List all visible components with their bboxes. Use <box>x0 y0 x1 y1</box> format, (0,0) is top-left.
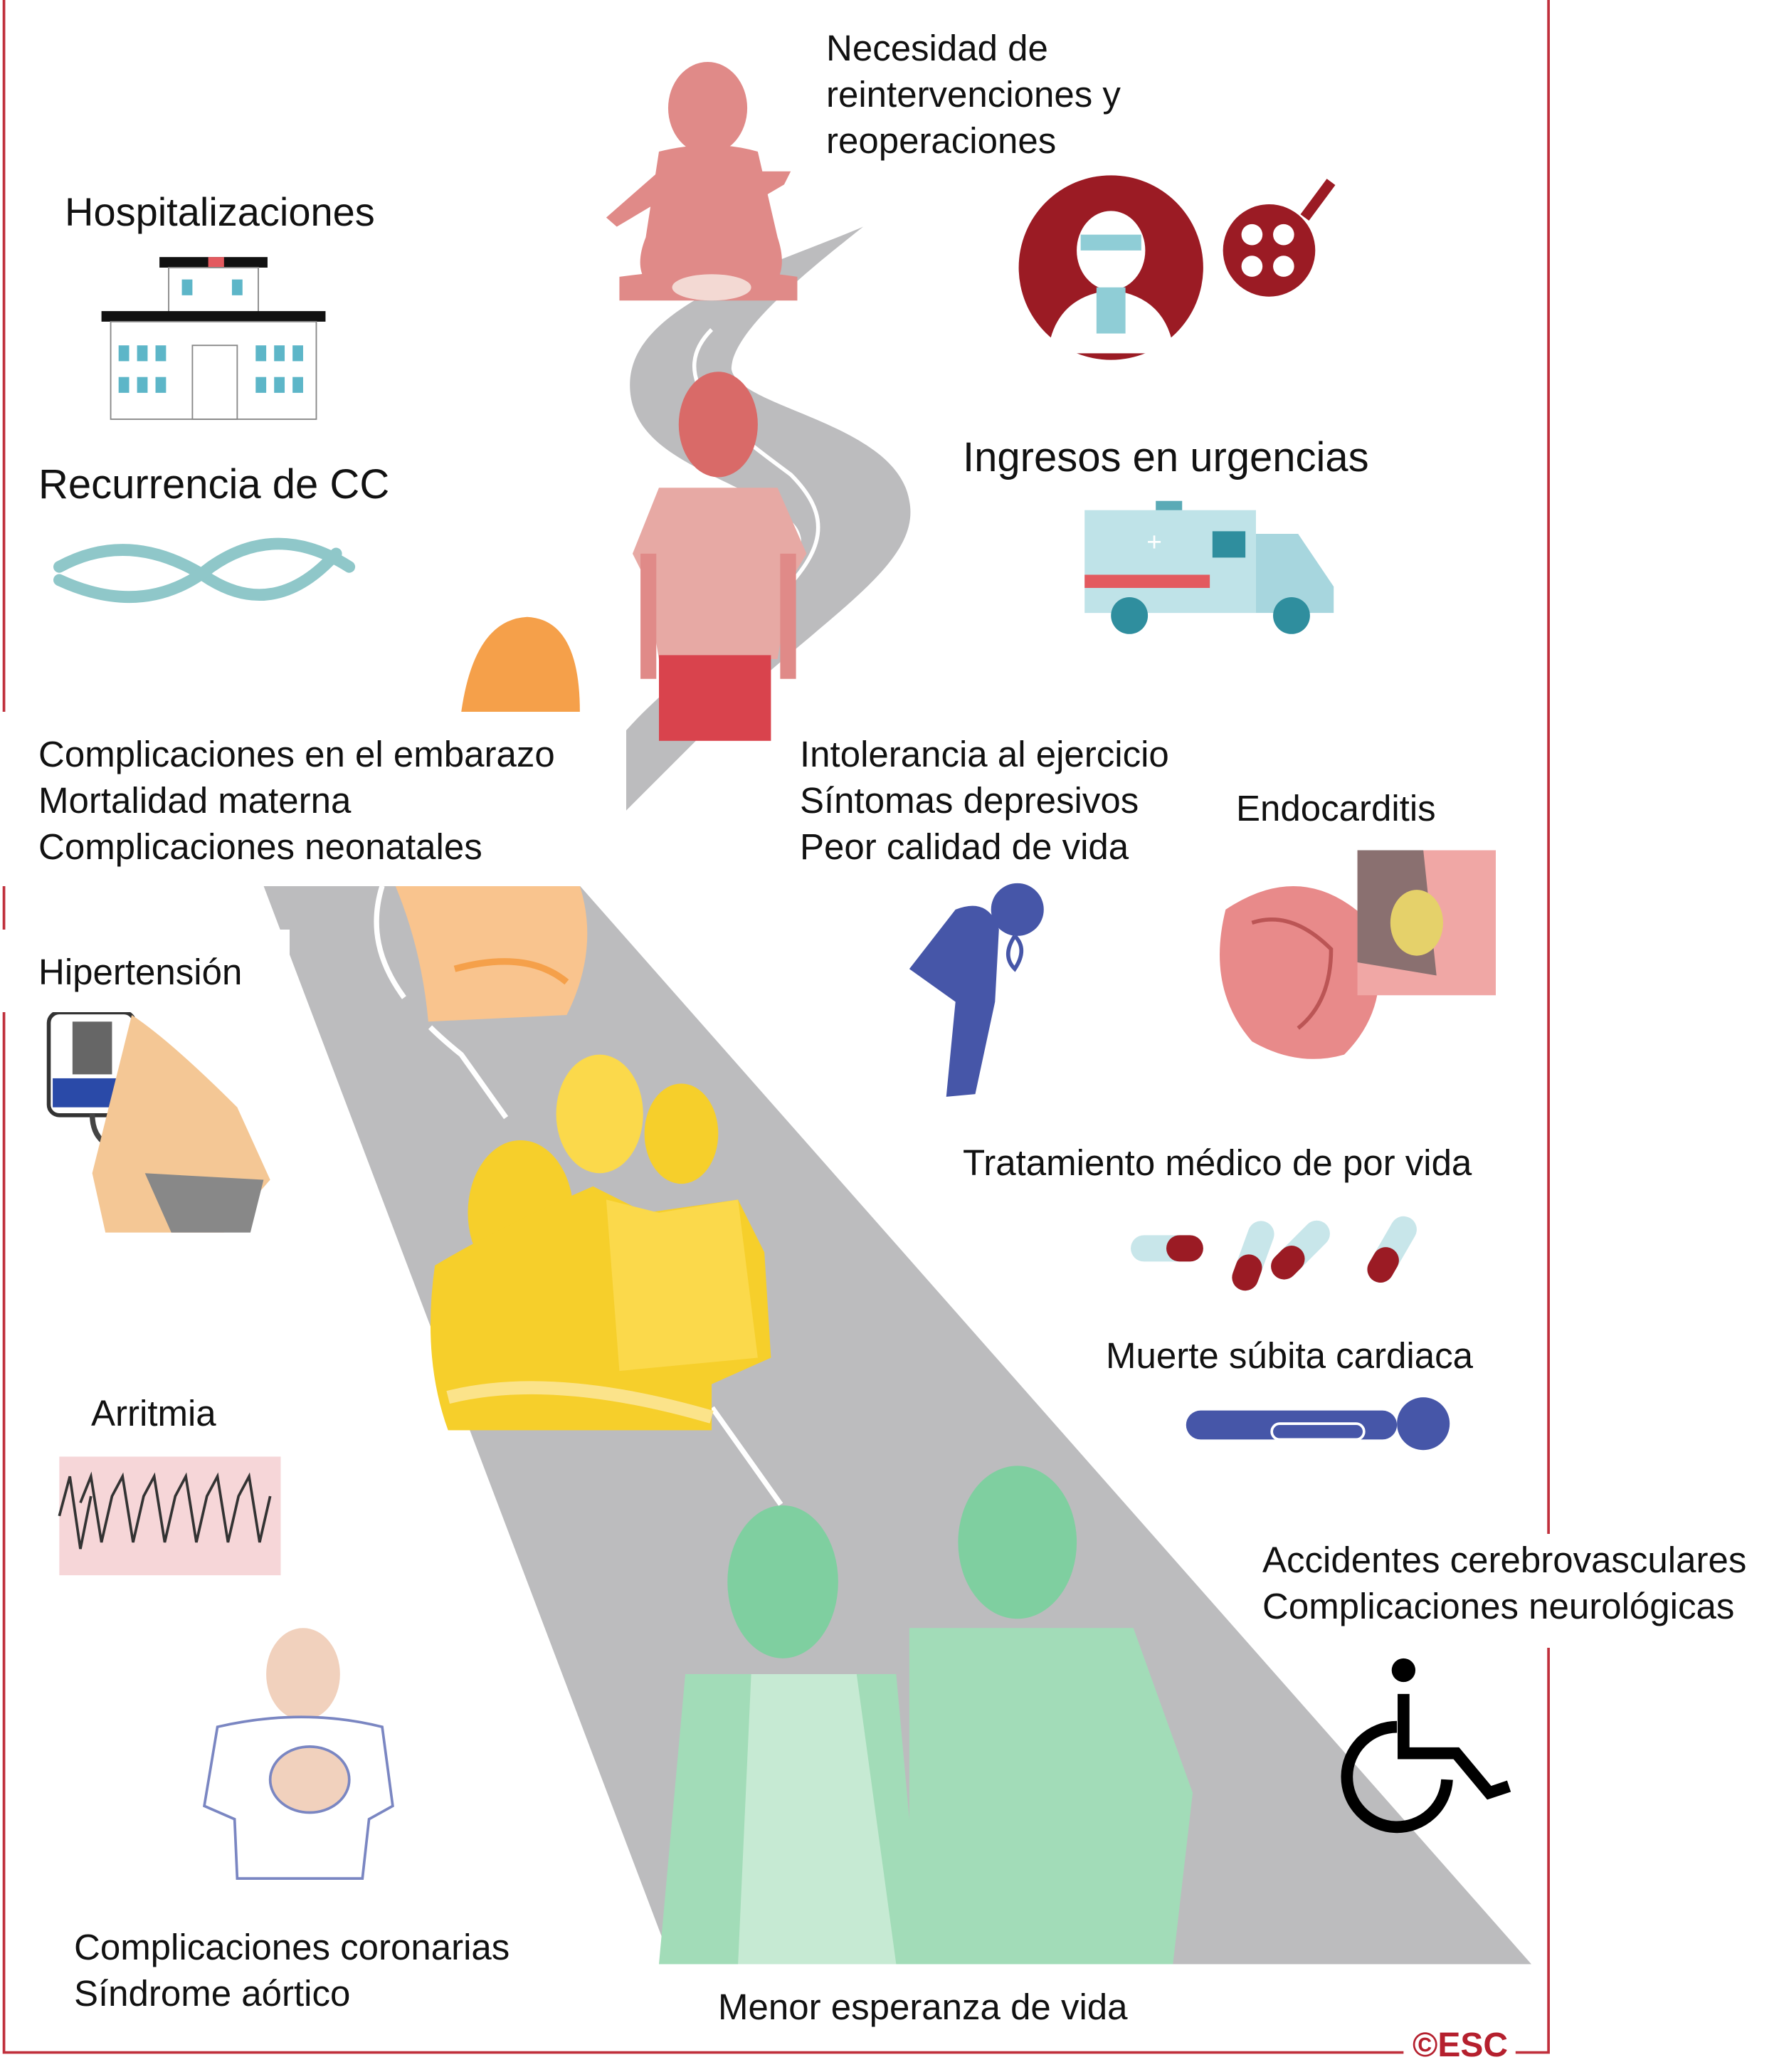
recurrence-label: Recurrencia de CC <box>38 461 390 508</box>
exercise-label: Intolerancia al ejercicio Síntomas depre… <box>800 731 1169 870</box>
fatigued-person-icon <box>909 883 1044 1097</box>
label-backdrop <box>0 930 290 1012</box>
emergency-label: Ingresos en urgencias <box>963 434 1369 480</box>
label-line: reintervenciones y <box>826 74 1121 115</box>
endocarditis-heart-icon <box>1220 850 1496 1059</box>
treatment-label: Tratamiento médico de por vida <box>963 1142 1472 1183</box>
label-backdrop <box>0 712 626 886</box>
arrhythmia-label: Arritmia <box>91 1393 216 1434</box>
label-line: Síndrome aórtico <box>74 1973 351 2014</box>
pregnancy-label: Complicaciones en el embarazo Mortalidad… <box>38 731 555 870</box>
child-figure <box>632 372 807 741</box>
label-line: Intolerancia al ejercicio <box>800 734 1169 774</box>
reinterventions-label: Necesidad de reintervenciones y reoperac… <box>826 25 1121 164</box>
label-line: Peor calidad de vida <box>800 826 1129 867</box>
surgical-lamp-icon <box>1223 179 1336 297</box>
dna-icon <box>53 537 356 604</box>
hospital-icon <box>101 257 326 420</box>
label-line: Complicaciones coronarias <box>74 1927 510 1967</box>
coronary-label: Complicaciones coronarias Síndrome aórti… <box>74 1924 510 2016</box>
label-line: reoperaciones <box>826 120 1057 161</box>
esc-copyright: ©ESC <box>1405 2027 1516 2064</box>
elderly-couple-figure <box>659 1466 1193 1965</box>
label-line: Complicaciones neurológicas <box>1262 1586 1735 1626</box>
chest-pain-person-icon <box>202 1628 394 1880</box>
frame <box>2 0 1550 2054</box>
blood-pressure-monitor-icon <box>46 1010 270 1233</box>
surgeon-icon <box>1018 175 1203 360</box>
pills-icon <box>1131 1216 1417 1291</box>
label-backdrop <box>1252 1534 1779 1648</box>
baby-figure <box>606 62 798 301</box>
svg-text:+: + <box>1146 527 1162 557</box>
family-figure <box>430 1054 771 1431</box>
hypertension-label: Hipertensión <box>38 952 243 992</box>
endocarditis-label: Endocarditis <box>1236 788 1436 829</box>
wheelchair-icon <box>1341 1658 1511 1834</box>
pregnant-woman-figure <box>395 616 588 1022</box>
sudden-death-label: Muerte súbita cardiaca <box>1106 1335 1473 1376</box>
label-line: Mortalidad materna <box>38 780 352 821</box>
label-line: Accidentes cerebrovasculares <box>1262 1540 1747 1580</box>
label-line: Síntomas depresivos <box>800 780 1139 821</box>
label-line: Necesidad de <box>826 28 1048 68</box>
label-line: Complicaciones en el embarazo <box>38 734 555 774</box>
life-expectancy-label: Menor esperanza de vida <box>718 1987 1128 2027</box>
lying-person-icon <box>1186 1397 1450 1451</box>
hospitalizations-label: Hospitalizaciones <box>65 189 375 234</box>
label-line: Complicaciones neonatales <box>38 826 482 867</box>
ambulance-icon: + <box>1084 500 1334 634</box>
stroke-label: Accidentes cerebrovasculares Complicacio… <box>1262 1537 1746 1629</box>
label-backdrop <box>680 1966 1533 2041</box>
ecg-icon <box>58 1456 281 1576</box>
